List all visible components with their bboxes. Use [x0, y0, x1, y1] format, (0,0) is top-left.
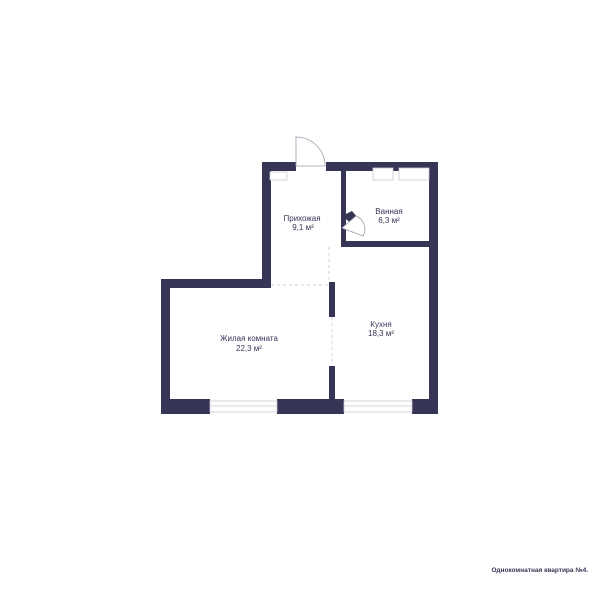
wall: [262, 162, 271, 288]
wall: [341, 171, 346, 247]
wall: [277, 399, 344, 414]
window: [269, 171, 288, 181]
wall: [429, 162, 438, 414]
zone-lines: [271, 247, 333, 366]
walls: [161, 162, 438, 414]
room-name-living: Жилая комната: [220, 334, 278, 343]
plan-caption: Однокомнатная квартира №4.: [491, 567, 588, 574]
room-area-kitchen: 18,3 м²: [368, 329, 394, 338]
window: [398, 167, 430, 181]
wall: [161, 279, 170, 414]
room-area-living: 22,3 м²: [236, 344, 262, 353]
window: [209, 400, 278, 413]
wall: [329, 282, 335, 317]
room-area-bathroom: 6,3 м²: [378, 216, 400, 225]
room-name-kitchen: Кухня: [370, 320, 391, 329]
room-name-bathroom: Ванная: [375, 207, 402, 216]
window: [343, 400, 413, 413]
room-labels: Прихожая 9,1 м² Ванная 6,3 м² Жилая комн…: [220, 207, 403, 353]
wall: [326, 162, 438, 171]
entry-door: [295, 136, 326, 167]
room-name-hallway: Прихожая: [283, 214, 320, 223]
room-area-hallway: 9,1 м²: [292, 223, 314, 232]
wall: [329, 366, 335, 404]
window: [372, 167, 394, 181]
wall: [161, 279, 271, 288]
windows: [209, 167, 430, 413]
door-swing: [341, 215, 366, 237]
wall: [341, 241, 429, 247]
wall: [161, 399, 210, 414]
door-swing: [295, 136, 326, 167]
wall: [412, 399, 438, 414]
bathroom-door: [341, 215, 366, 237]
wall: [262, 162, 296, 171]
